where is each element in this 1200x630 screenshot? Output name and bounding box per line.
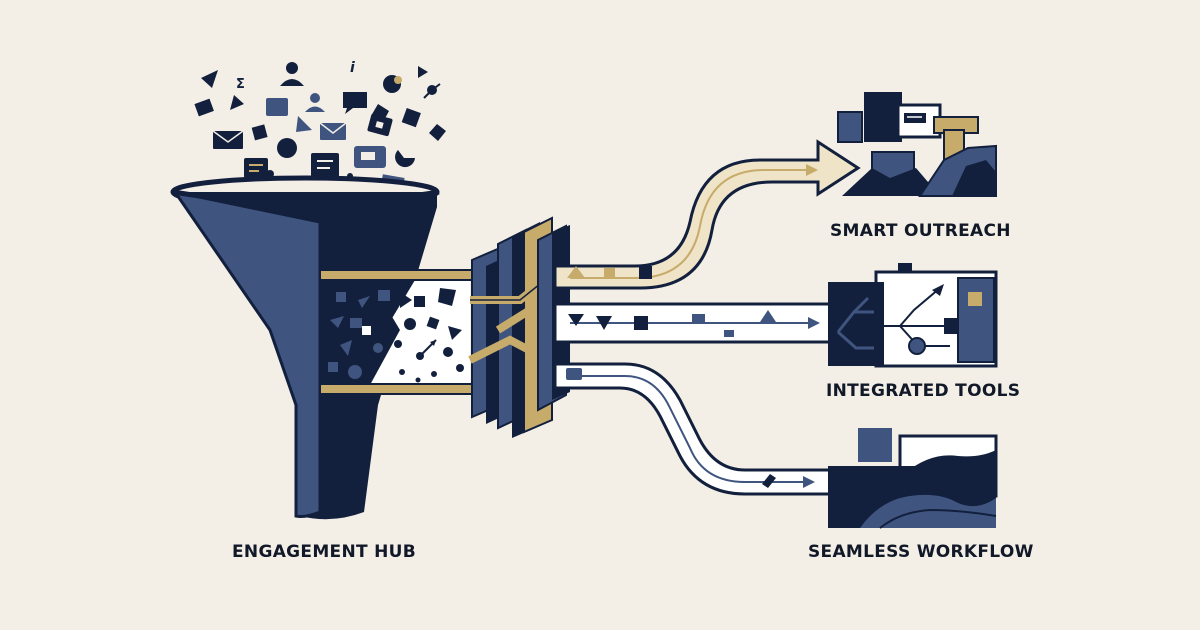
workflow-module — [828, 428, 998, 529]
outreach-path — [553, 139, 861, 290]
smart-outreach-label: SMART OUTREACH — [830, 221, 1011, 241]
person-icon — [280, 62, 304, 86]
envelope-icon — [319, 122, 347, 140]
person-icon — [305, 93, 325, 112]
play-triangle-icon — [230, 95, 244, 110]
pin-icon — [762, 474, 776, 488]
engagement-funnel — [170, 175, 476, 520]
pin-icon — [423, 83, 441, 99]
play-triangle-icon — [296, 116, 312, 132]
square-icon — [639, 266, 652, 279]
integrated-tools-label: INTEGRATED TOOLS — [826, 381, 1021, 401]
message-bubble-icon — [724, 330, 734, 337]
message-bubble-icon — [343, 92, 367, 114]
message-bubble-icon — [311, 153, 339, 177]
message-bubble-icon — [194, 98, 214, 117]
message-bubble-icon — [354, 146, 386, 168]
outreach-module — [837, 92, 997, 197]
pin-icon — [383, 75, 402, 93]
sigma-icon: Σ — [236, 77, 245, 92]
info-icon: i — [350, 60, 355, 76]
engagement-hub-label: ENGAGEMENT HUB — [232, 542, 416, 562]
half-circle-icon — [395, 150, 415, 168]
square-icon — [604, 268, 615, 279]
diamond-icon — [429, 124, 446, 141]
tools-module — [828, 263, 998, 368]
circle-icon — [277, 138, 297, 158]
message-bubble-icon — [367, 113, 393, 137]
play-triangle-icon — [418, 66, 428, 78]
message-bubble-icon — [244, 158, 268, 178]
envelope-icon — [212, 130, 244, 149]
tools-path — [553, 302, 837, 344]
message-bubble-icon — [266, 98, 288, 116]
play-triangle-icon — [760, 310, 776, 322]
message-bubble-icon — [692, 314, 705, 323]
seamless-workflow-label: SEAMLESS WORKFLOW — [808, 542, 1034, 562]
square-icon — [251, 124, 268, 141]
play-triangle-icon — [568, 314, 584, 326]
play-triangle-icon — [201, 70, 218, 88]
workflow-path — [553, 362, 837, 496]
square-icon — [634, 316, 648, 330]
square-icon — [401, 108, 421, 128]
message-bubble-icon — [566, 368, 582, 380]
play-triangle-icon — [596, 316, 612, 330]
play-triangle-icon — [567, 266, 585, 278]
